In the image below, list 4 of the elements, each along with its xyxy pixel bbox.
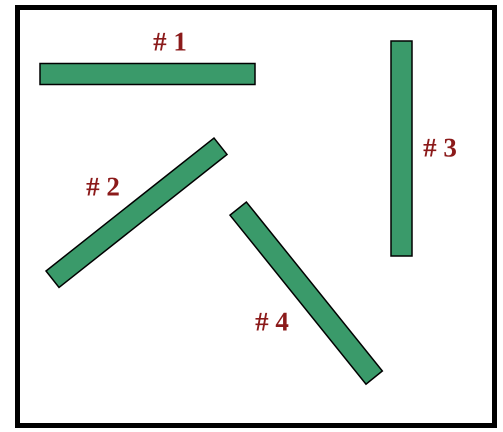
bar-number: # 2	[86, 173, 120, 200]
bar-number: # 1	[153, 28, 187, 56]
bar-number: # 4	[255, 308, 289, 336]
bar-number: # 3	[423, 134, 457, 162]
